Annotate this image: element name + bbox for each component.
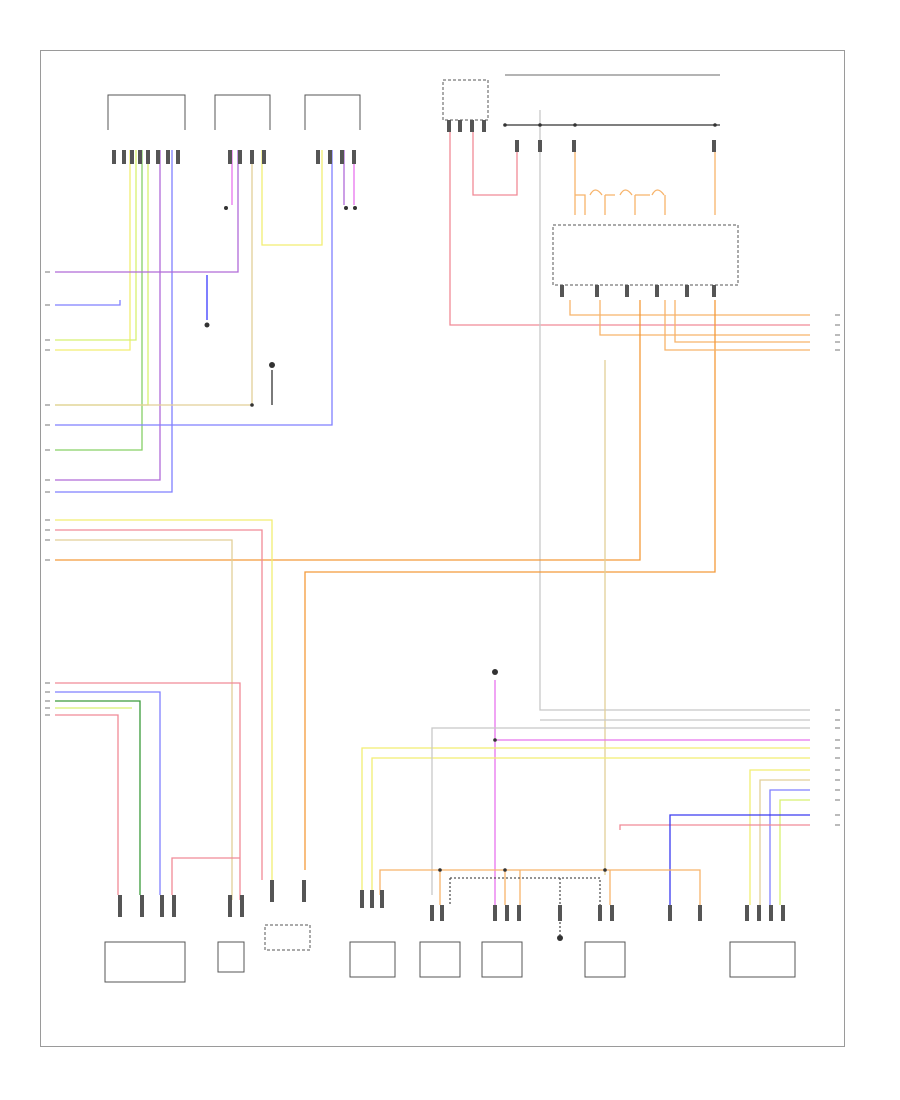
brake-light-switch-box: [217, 941, 245, 973]
wire-blue-ft: [55, 691, 161, 895]
wire-blue-top: [55, 300, 121, 306]
wire-pink-ft2: [55, 714, 119, 895]
wire-pink-ign: [449, 130, 810, 326]
wire-violet-top: [55, 150, 239, 273]
trans-range-sensor-box: [349, 941, 396, 978]
wire-gray-bus: [431, 727, 810, 895]
right-front-sensor-box: [584, 941, 626, 978]
wire-lime-1: [55, 150, 137, 341]
brake-switch-2-box: [264, 924, 311, 951]
terminal-ticks: [45, 271, 840, 826]
splice-dots: [250, 123, 717, 872]
trans-control-bracket: [107, 94, 186, 130]
wire-pink-ft3: [171, 857, 240, 895]
ground-symbols: [204, 206, 563, 941]
wire-pink-ft: [55, 682, 241, 900]
wire-blue-r1: [769, 789, 810, 905]
wire-lime-2: [55, 150, 149, 406]
wire-green-ft: [55, 700, 141, 895]
wire-yellow-bus: [361, 747, 810, 895]
wire-yellow-lr: [261, 150, 323, 246]
wire-violet-1: [55, 150, 161, 481]
wire-pink-r1: [619, 824, 810, 830]
wire-orange-relays: [574, 140, 716, 215]
wire-green-1: [55, 150, 143, 451]
wire-pink-ign2: [472, 130, 518, 196]
fuel-tank-sender-box: [104, 941, 186, 983]
left-front-sensor-box: [419, 941, 461, 978]
ignition-switch-box: [442, 79, 489, 121]
components: [104, 79, 796, 983]
wire-blue-r2: [669, 814, 810, 905]
wire-lime-r1: [779, 799, 810, 905]
engine-control-module-box: [729, 941, 796, 978]
wire-orange-bus: [379, 869, 701, 905]
wire-yellow-bus2: [371, 757, 810, 895]
wire-yellow-mid: [55, 519, 273, 880]
relay-fuse-block-box: [552, 224, 739, 286]
wire-tan-mid: [55, 539, 233, 900]
wire-yellow-r1: [749, 769, 810, 905]
lower-left-sensor-bracket: [304, 94, 361, 130]
wire-orange-out: [55, 300, 810, 870]
wire-pink-mid: [55, 529, 263, 880]
connector-pins: [112, 120, 785, 921]
wire-gray-ign: [539, 110, 810, 711]
left-rear-sensor-bracket: [214, 94, 271, 130]
wire-tan-lr: [55, 150, 253, 406]
wire-black-bus-low: [449, 877, 601, 935]
wire-blue-1: [55, 150, 173, 493]
oil-pressure-sensor-box: [481, 941, 523, 978]
wire-tan-r1: [759, 779, 810, 905]
wire-blue-ll: [55, 150, 333, 426]
wire-yellow-1: [55, 150, 131, 351]
diagram-border: [40, 50, 845, 1047]
